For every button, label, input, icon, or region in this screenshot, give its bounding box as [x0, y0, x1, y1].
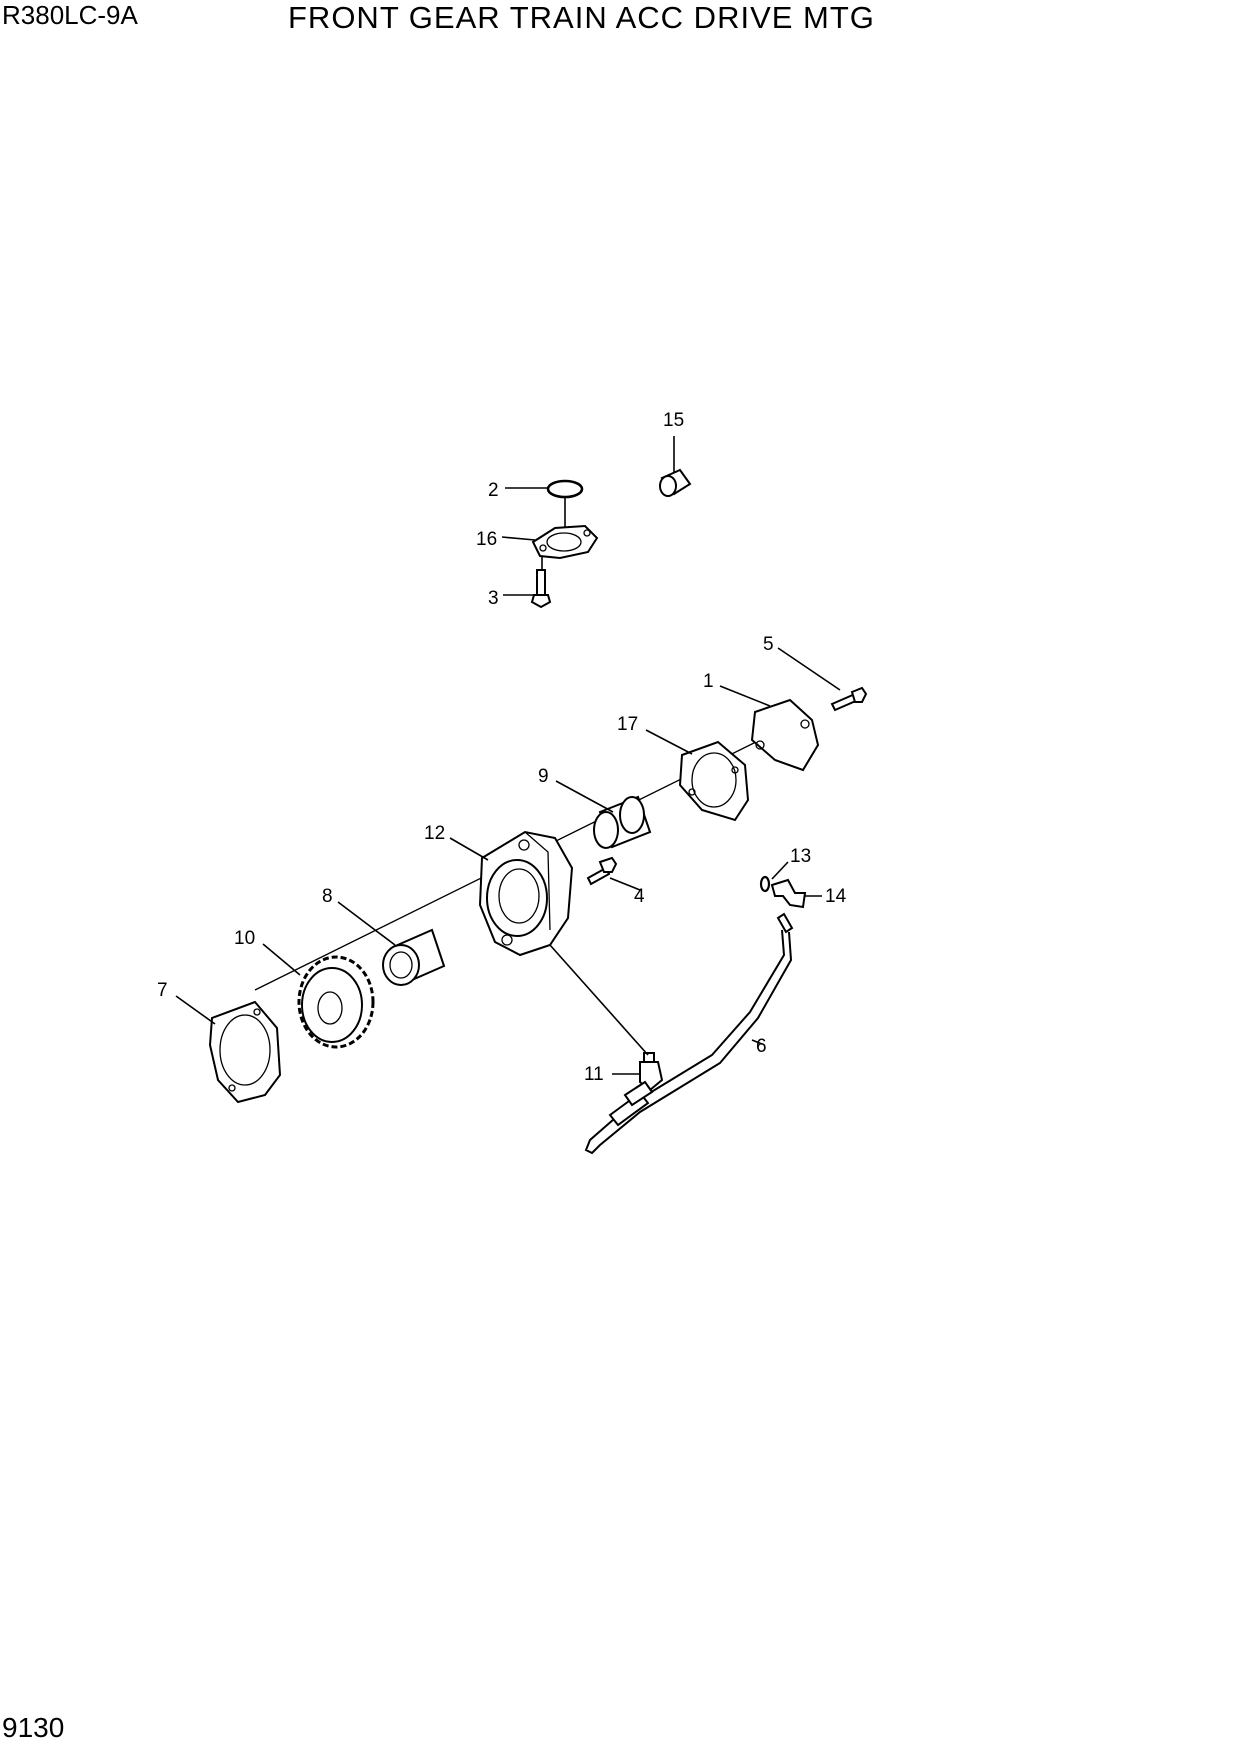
callout-13: 13: [790, 846, 811, 867]
callout-17: 17: [617, 714, 638, 735]
callout-5: 5: [763, 634, 774, 655]
part-11-elbow-connector[interactable]: [623, 1052, 664, 1107]
part-13-o-ring[interactable]: [759, 875, 771, 893]
callout-15: 15: [663, 410, 684, 431]
callout-14: 14: [825, 886, 847, 907]
part-17-gasket[interactable]: [678, 740, 750, 822]
part-5-bolt[interactable]: [830, 686, 868, 712]
callout-3: 3: [488, 588, 499, 609]
callout-11: 11: [584, 1064, 604, 1085]
part-14-elbow-fitting[interactable]: [770, 878, 807, 909]
part-3-bolt[interactable]: [530, 569, 552, 609]
part-1-cover[interactable]: [750, 698, 820, 772]
model-code: R380LC-9A: [2, 0, 138, 30]
part-10-gear[interactable]: [297, 955, 375, 1049]
callout-1: 1: [703, 671, 714, 692]
callout-10: 10: [234, 928, 255, 949]
page-title: FRONT GEAR TRAIN ACC DRIVE MTG: [288, 0, 875, 35]
callout-16: 16: [476, 529, 497, 550]
part-16-flange[interactable]: [531, 524, 599, 560]
page-number: 9130: [2, 1712, 65, 1743]
callout-2: 2: [488, 480, 499, 501]
callout-12: 12: [424, 823, 445, 844]
part-12-housing[interactable]: [478, 830, 574, 957]
callout-4: 4: [634, 886, 645, 907]
callout-7: 7: [157, 980, 168, 1001]
callout-8: 8: [322, 886, 333, 907]
part-2-o-ring[interactable]: [546, 479, 584, 499]
callout-6: 6: [756, 1036, 767, 1057]
part-8-bearing[interactable]: [382, 928, 446, 986]
leader-lines: [175, 436, 841, 1075]
part-15-bushing[interactable]: [659, 468, 692, 497]
part-4-screw[interactable]: [586, 856, 618, 886]
part-9-sleeve[interactable]: [593, 795, 652, 849]
part-6-tube[interactable]: [584, 912, 794, 1155]
callout-9: 9: [538, 766, 549, 787]
part-7-gasket[interactable]: [208, 1000, 282, 1104]
